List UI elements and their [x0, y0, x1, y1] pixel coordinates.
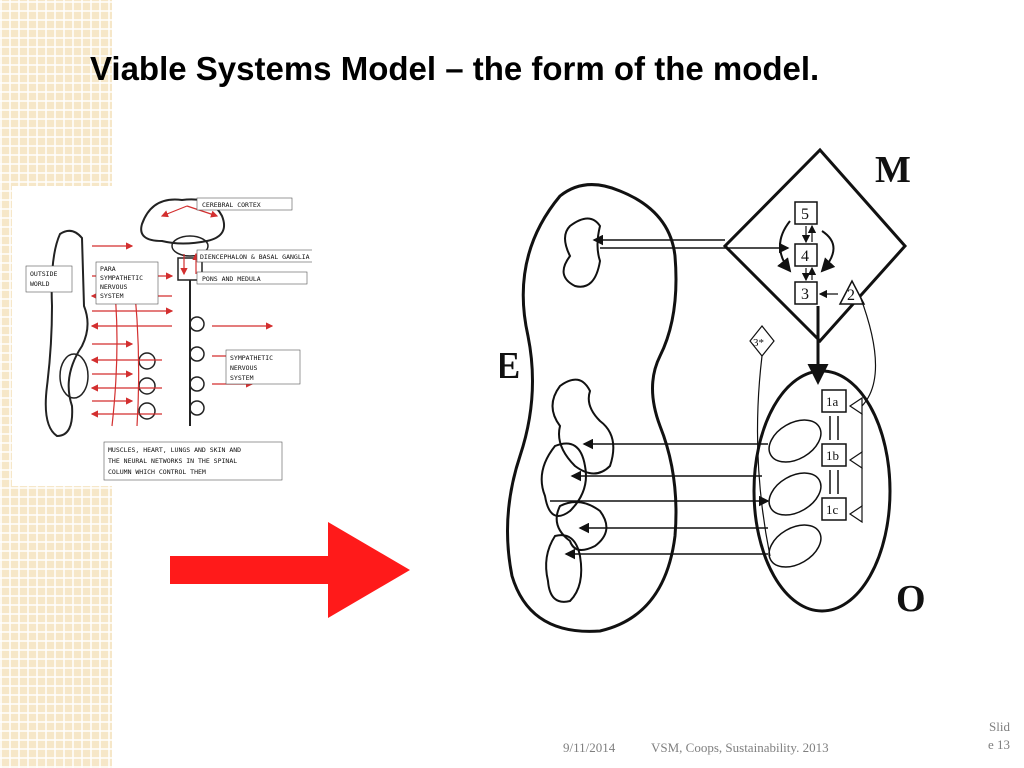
footer-text: VSM, Coops, Sustainability. 2013: [651, 740, 829, 755]
slide-title: Viable Systems Model – the form of the m…: [90, 50, 820, 87]
label-m: M: [875, 149, 911, 191]
vsm-diagram: E M 5 4 3 2 3* O 1a 1b 1c: [500, 147, 926, 633]
label-para-1: PARA: [100, 265, 116, 273]
label-pons: PONS AND MEDULA: [202, 275, 261, 283]
label-para-3: NERVOUS: [100, 283, 127, 291]
label-diencephalon: DIENCEPHALON & BASAL GANGLIA: [200, 253, 310, 261]
brain-shape: [140, 198, 226, 245]
metasystem-diamond: [722, 147, 908, 344]
label-cerebral-cortex: CEREBRAL CORTEX: [202, 201, 261, 209]
slide-number: Slid e 13: [970, 718, 1010, 754]
label-para-4: SYSTEM: [100, 292, 124, 300]
label-outside-1: OUTSIDE: [30, 270, 57, 278]
system-3-label: 3: [801, 286, 809, 303]
system-5-label: 5: [801, 206, 809, 223]
label-e: E: [500, 345, 520, 387]
system-2-label: 2: [847, 287, 855, 304]
nervous-system-diagram: CEREBRAL CORTEX DIENCEPHALON & BASAL GAN…: [12, 186, 312, 486]
label-muscles-3: COLUMN WHICH CONTROL THEM: [108, 468, 206, 476]
diencephalon-shape: [171, 235, 209, 257]
label-muscles-2: THE NEURAL NETWORKS IN THE SPINAL: [108, 457, 237, 465]
system-4-label: 4: [801, 248, 809, 265]
system-1a-label: 1a: [826, 394, 839, 409]
red-arrow-icon: [170, 522, 410, 618]
slide-number-line-2: e 13: [987, 737, 1010, 752]
outside-world-shape: [44, 229, 89, 438]
label-para-2: SYMPATHETIC: [100, 274, 143, 282]
label-o: O: [896, 578, 926, 620]
footer-date: 9/11/2014: [563, 740, 616, 755]
label-symp-2: NERVOUS: [230, 364, 257, 372]
label-symp-3: SYSTEM: [230, 374, 254, 382]
system-1b-label: 1b: [826, 448, 839, 463]
label-muscles-1: MUSCLES, HEART, LUNGS AND SKIN AND: [108, 446, 241, 454]
slide-number-line-1: Slid: [989, 719, 1010, 734]
system-1c-label: 1c: [826, 502, 839, 517]
label-outside-2: WORLD: [30, 280, 50, 288]
label-symp-1: SYMPATHETIC: [230, 354, 273, 362]
system-3star-label: 3*: [753, 337, 764, 349]
environment-shape: [506, 183, 678, 633]
